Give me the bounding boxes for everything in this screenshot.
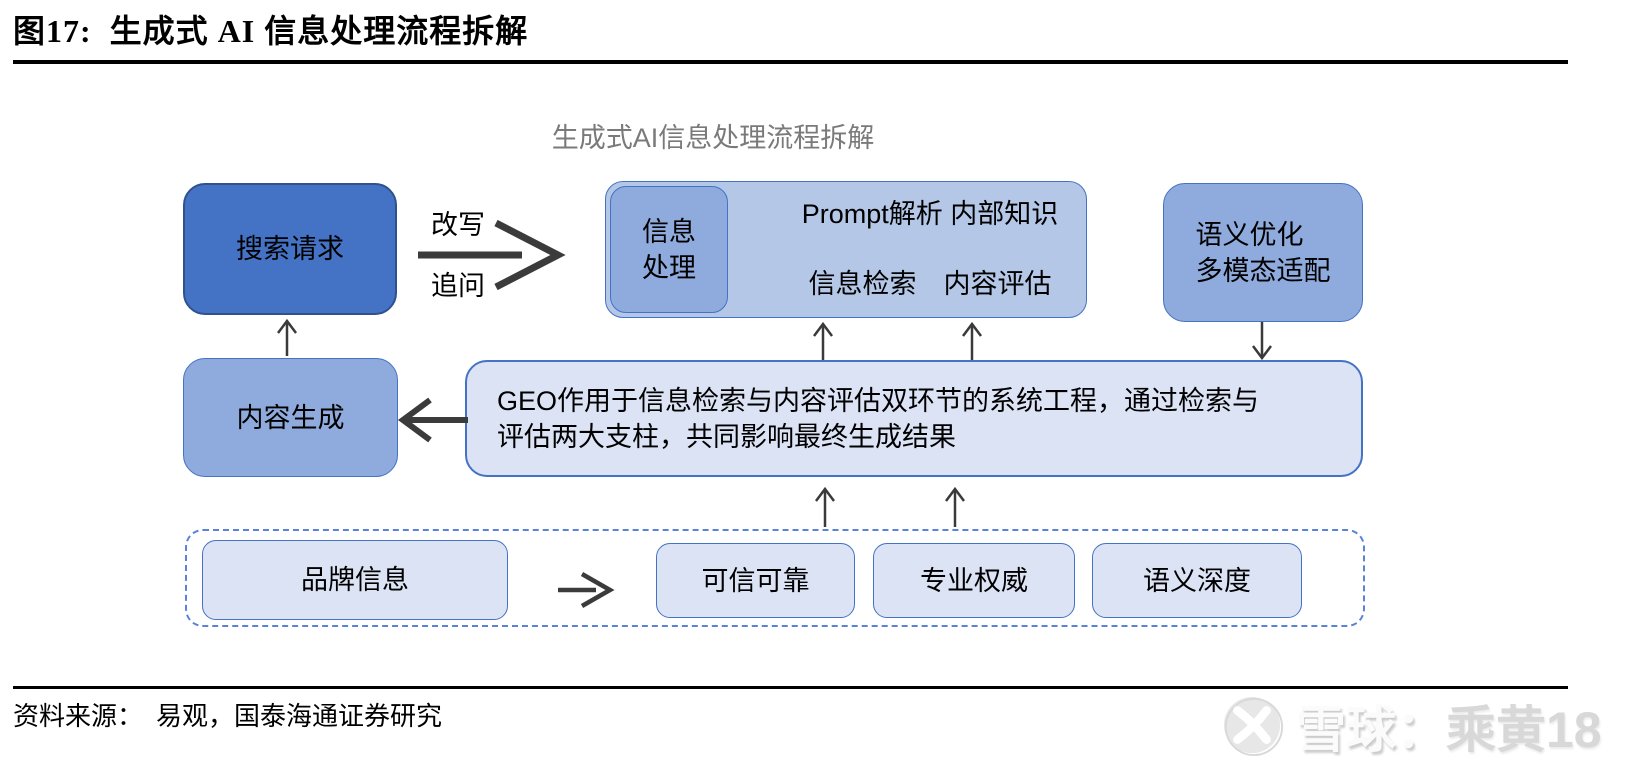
brand-signals-group	[185, 529, 1365, 627]
info-processing-line2: 处理	[642, 252, 696, 283]
semantic-line1: 语义优化	[1195, 219, 1304, 250]
arrow-up-icon	[945, 486, 965, 527]
follow-up-label: 追问	[431, 271, 485, 301]
node-semantic-optimization: 语义优化 多模态适配	[1163, 183, 1363, 322]
footer-divider-line	[13, 686, 1568, 689]
node-semantic-depth-label: 语义深度	[1143, 565, 1251, 596]
node-search-request: 搜索请求	[183, 183, 397, 315]
right-arrow-icon	[558, 572, 615, 608]
rewrite-arrow-labels: 改写 追问	[413, 203, 503, 303]
node-semantic-depth: 语义深度	[1092, 543, 1302, 618]
source-note: 资料来源： 易观，国泰海通证券研究	[13, 702, 443, 731]
arrow-down-icon	[1252, 322, 1272, 361]
thick-left-arrow-icon	[397, 397, 468, 443]
arrow-up-icon	[277, 318, 297, 356]
watermark: 雪球：乘黄18	[1222, 690, 1602, 762]
semantic-line2: 多模态适配	[1195, 255, 1331, 286]
diagram-title: 生成式AI信息处理流程拆解	[551, 123, 875, 153]
processing-detail-line1: Prompt解析 内部知识	[801, 199, 1059, 229]
info-processing-line1: 信息	[642, 216, 696, 247]
node-content-generation-label: 内容生成	[236, 402, 345, 433]
geo-line2: 评估两大支柱，共同影响最终生成结果	[497, 421, 956, 452]
node-credible-label: 可信可靠	[701, 565, 810, 596]
processing-detail-text: Prompt解析 内部知识 信息检索 内容评估	[728, 181, 1087, 318]
arrow-up-icon	[815, 486, 835, 527]
arrow-up-icon	[813, 321, 833, 360]
node-professional: 专业权威	[873, 543, 1075, 618]
rewrite-label: 改写	[431, 210, 485, 240]
node-brand-info: 品牌信息	[202, 540, 508, 620]
node-professional-label: 专业权威	[920, 565, 1028, 596]
watermark-brand: 雪球：	[1296, 702, 1446, 758]
node-search-request-label: 搜索请求	[236, 234, 344, 264]
node-brand-info-label: 品牌信息	[301, 565, 409, 595]
node-geo-description: GEO作用于信息检索与内容评估双环节的系统工程，通过检索与 评估两大支柱，共同影…	[465, 360, 1363, 477]
watermark-user: 乘黄18	[1446, 702, 1602, 758]
node-info-processing: 信息 处理	[610, 186, 728, 313]
xueqiu-logo-icon	[1223, 696, 1284, 757]
node-credible: 可信可靠	[656, 543, 855, 618]
figure-title: 图17: 生成式 AI 信息处理流程拆解	[13, 13, 529, 49]
arrow-up-icon	[962, 321, 982, 360]
title-divider-line	[13, 60, 1568, 64]
node-content-generation: 内容生成	[183, 358, 398, 477]
geo-line1: GEO作用于信息检索与内容评估双环节的系统工程，通过检索与	[497, 385, 1260, 416]
thick-right-arrow-icon	[418, 219, 566, 291]
processing-detail-line2: 信息检索 内容评估	[808, 269, 1052, 299]
